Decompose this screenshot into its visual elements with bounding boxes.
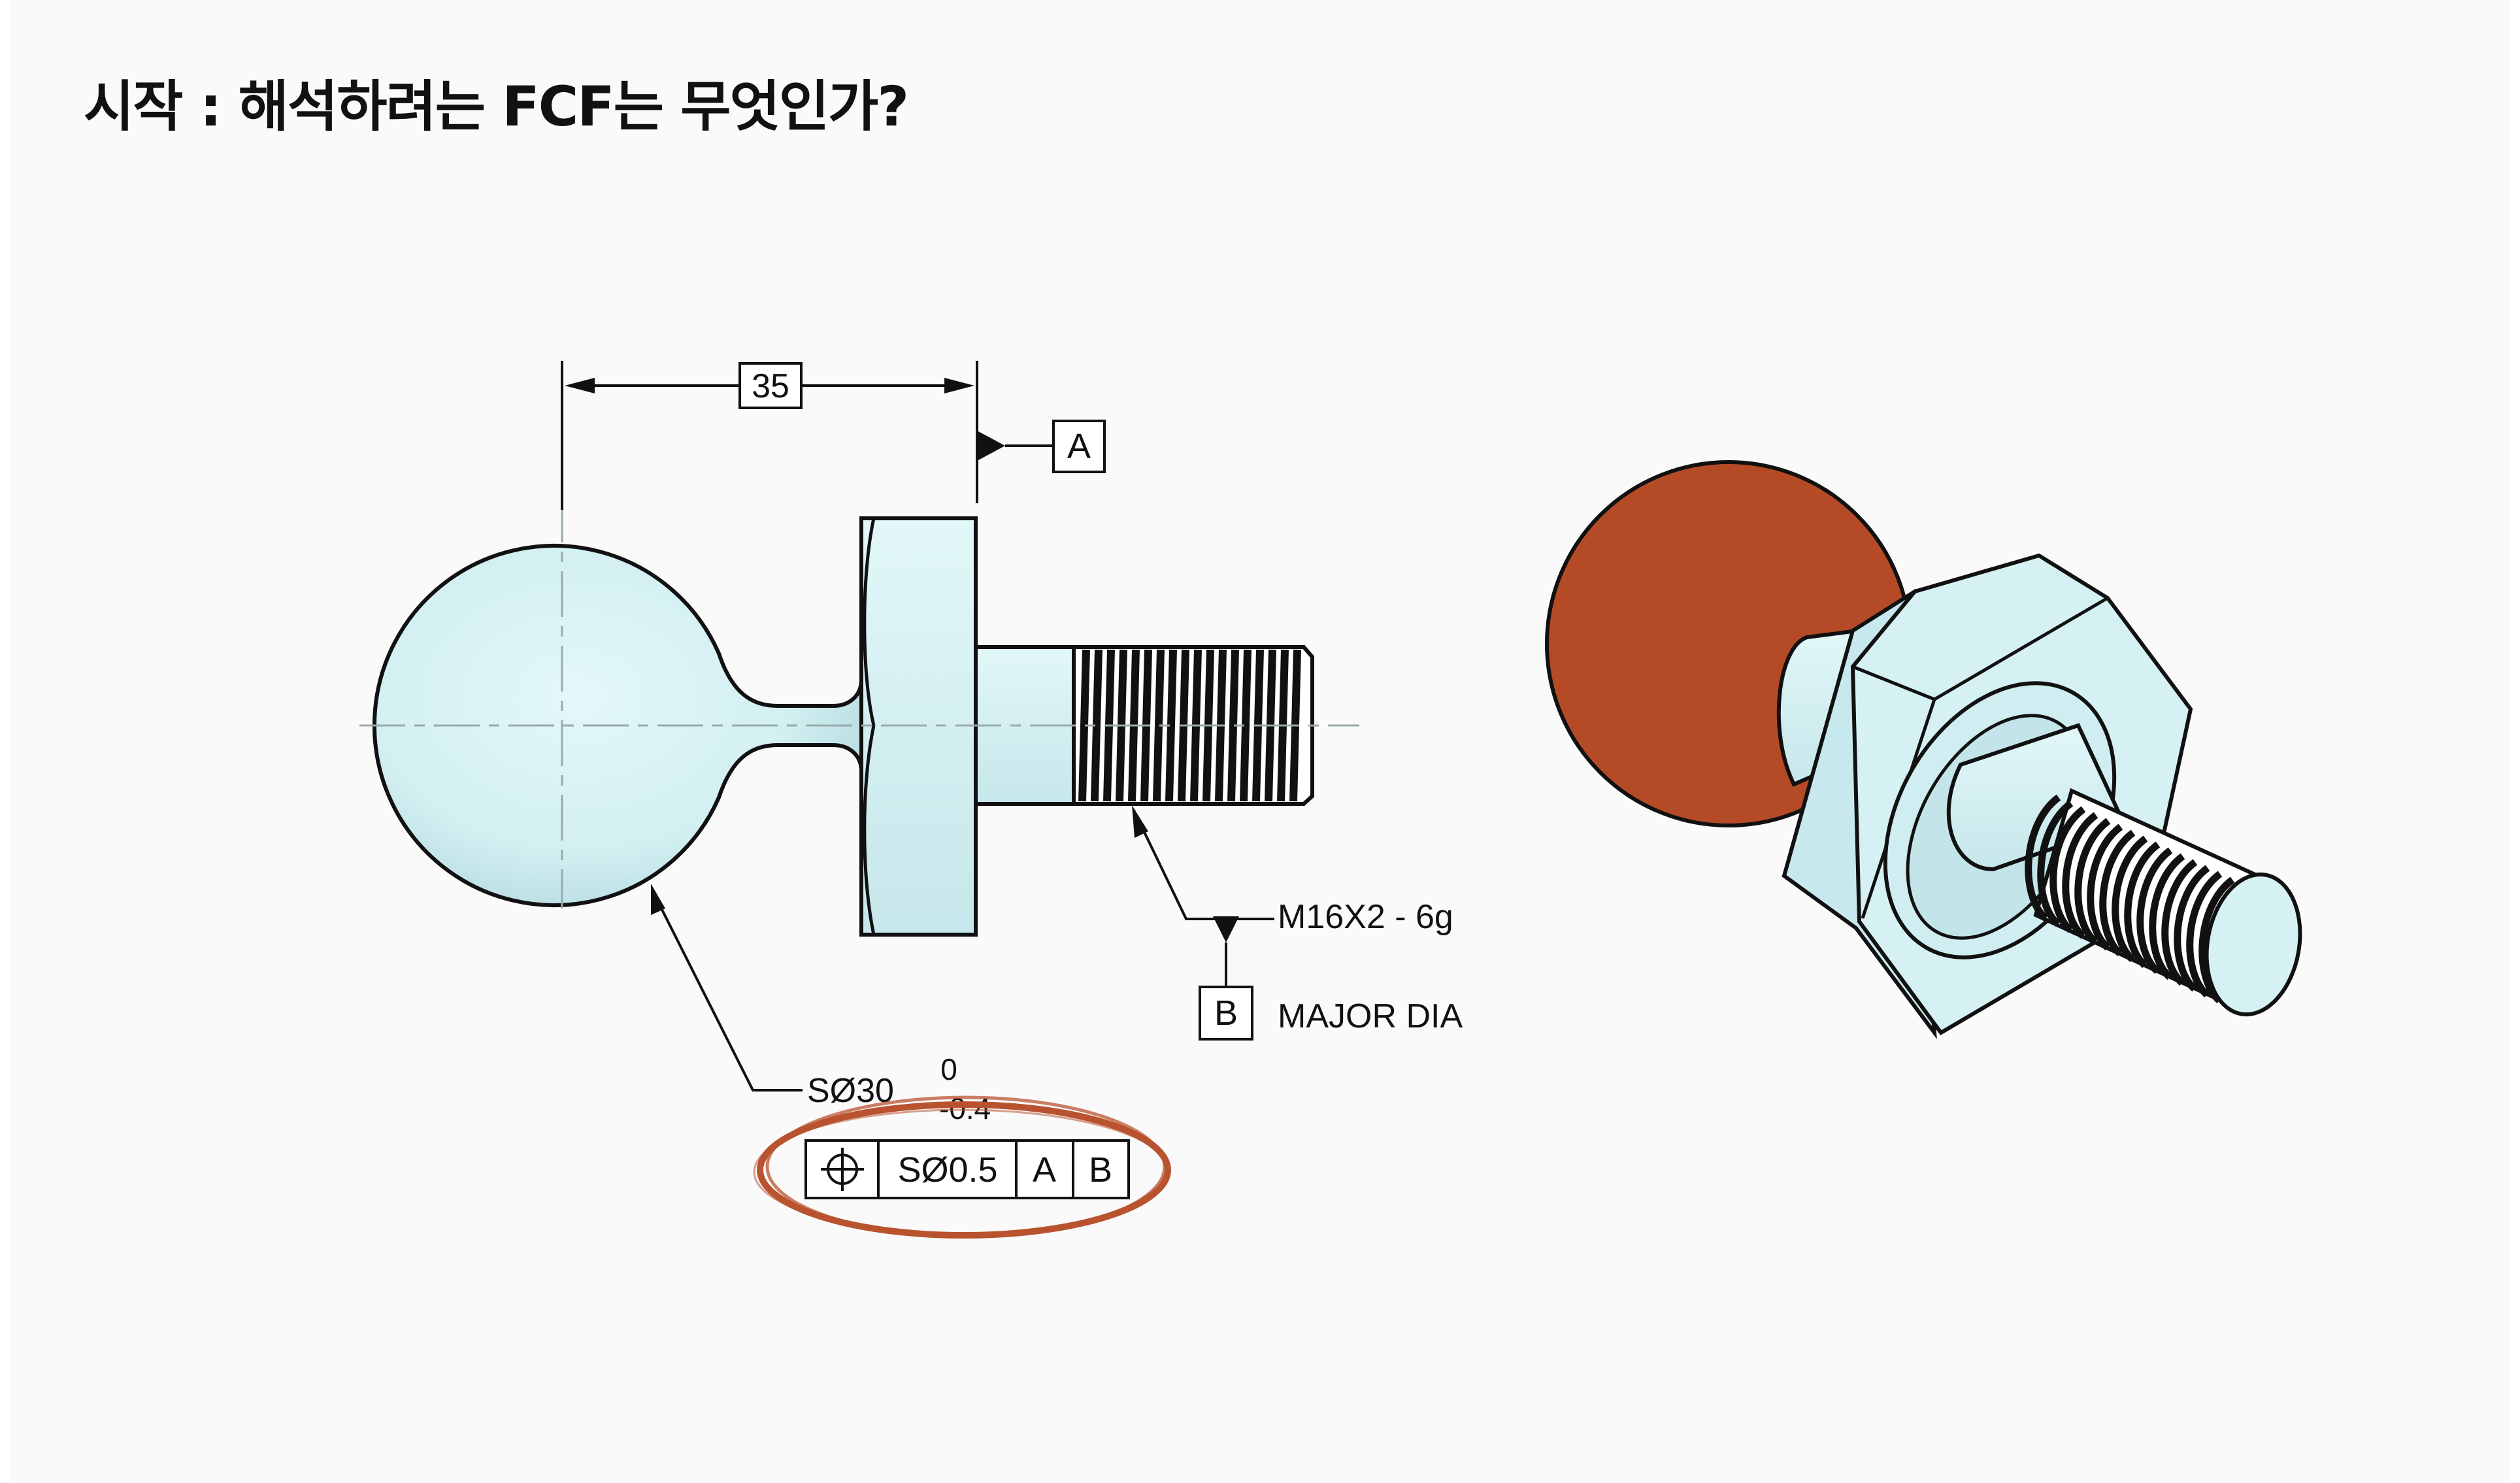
slide-title: 시작 : 해석하려는 FCF는 무엇인가? bbox=[84, 75, 909, 139]
iso-thread-crest bbox=[2149, 853, 2185, 980]
thread-crest-line bbox=[1165, 649, 1177, 802]
iso-thread-crest bbox=[2049, 806, 2086, 933]
iso-thread-crest bbox=[2112, 835, 2148, 963]
tolerance-upper: 0 bbox=[940, 1052, 957, 1086]
iso-thread-crest bbox=[2025, 794, 2061, 922]
iso-thread-crest bbox=[2037, 800, 2074, 927]
iso-thread-crest bbox=[2087, 824, 2123, 951]
fcf-datum-primary: A bbox=[1033, 1150, 1056, 1190]
arrowhead-icon bbox=[1132, 805, 1148, 838]
fcf-datum-secondary: B bbox=[1089, 1150, 1112, 1190]
dimension-35-label: 35 bbox=[752, 367, 789, 405]
fcf-highlight-ellipse bbox=[753, 1095, 1171, 1239]
hex-edge-upper bbox=[863, 518, 876, 726]
arrowhead-icon bbox=[944, 378, 974, 393]
datum-a-label: A bbox=[1067, 427, 1091, 466]
iso-thread-crest bbox=[2198, 876, 2235, 1004]
position-icon bbox=[821, 1148, 864, 1191]
isometric-view bbox=[1545, 460, 2302, 1040]
thread-spec: M16X2 - 6g bbox=[1278, 898, 1453, 936]
arrowhead-icon bbox=[565, 378, 595, 393]
iso-thread-lines bbox=[2025, 794, 2235, 1004]
iso-thread-crest bbox=[2136, 847, 2173, 975]
dimension-35: 35 bbox=[561, 361, 978, 510]
thread-crest-line bbox=[1153, 649, 1165, 802]
datum-b-label: B bbox=[1214, 993, 1238, 1033]
datum-triangle-icon bbox=[978, 431, 1005, 460]
iso-thread-crest bbox=[2174, 865, 2210, 992]
major-dia-note: MAJOR DIA bbox=[1278, 997, 1463, 1035]
feature-control-frame: SØ0.5 A B bbox=[804, 1139, 1130, 1199]
thread-crest-line bbox=[1091, 649, 1102, 802]
iso-thread-crest bbox=[2186, 871, 2223, 998]
thread-crest-line bbox=[1227, 649, 1239, 802]
iso-thread-crest bbox=[2124, 841, 2161, 969]
hex-edge-lower bbox=[863, 725, 876, 935]
iso-thread-crest bbox=[2161, 859, 2198, 986]
fcf-tolerance: SØ0.5 bbox=[897, 1150, 997, 1190]
thread-crest-line bbox=[1078, 649, 1090, 802]
front-view bbox=[359, 497, 1359, 937]
thread-callout: M16X2 - 6g B MAJOR DIA bbox=[1132, 805, 1463, 1041]
iso-thread-crest bbox=[2099, 829, 2136, 957]
iso-thread-crest bbox=[2062, 812, 2098, 939]
iso-thread-end bbox=[2204, 872, 2302, 1017]
iso-thread-crest bbox=[2074, 818, 2111, 945]
datum-triangle-icon bbox=[1213, 916, 1239, 942]
datum-a-feature: A bbox=[978, 420, 1106, 473]
thread-crest-line bbox=[1240, 649, 1252, 802]
